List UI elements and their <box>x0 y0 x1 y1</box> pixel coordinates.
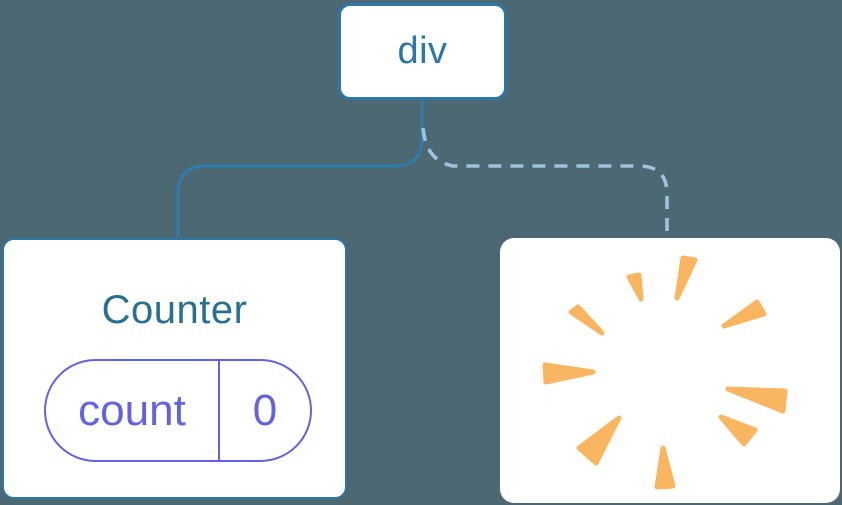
poof-ray <box>725 386 788 414</box>
node-removed <box>500 238 840 503</box>
counter-title: Counter <box>101 288 248 332</box>
poof-ray <box>626 272 644 302</box>
poof-ray <box>674 255 698 301</box>
poof-ray <box>721 299 767 329</box>
state-pill-divider <box>218 361 220 460</box>
state-pill-key: count <box>78 385 186 435</box>
connector-solid-edge <box>176 98 424 240</box>
poof-ray <box>568 304 605 336</box>
poof-ray <box>654 445 676 490</box>
state-pill-value: 0 <box>252 385 278 435</box>
node-div-label: div <box>397 30 448 72</box>
connector-dashed-edge <box>421 127 669 237</box>
poof-ray <box>542 362 596 385</box>
poof-ray <box>718 414 758 447</box>
poof-burst-icon <box>542 255 788 490</box>
state-pill: count 0 <box>44 359 312 462</box>
node-div: div <box>338 3 507 100</box>
node-counter: Counter count 0 <box>2 238 347 499</box>
poof-ray <box>576 415 622 466</box>
